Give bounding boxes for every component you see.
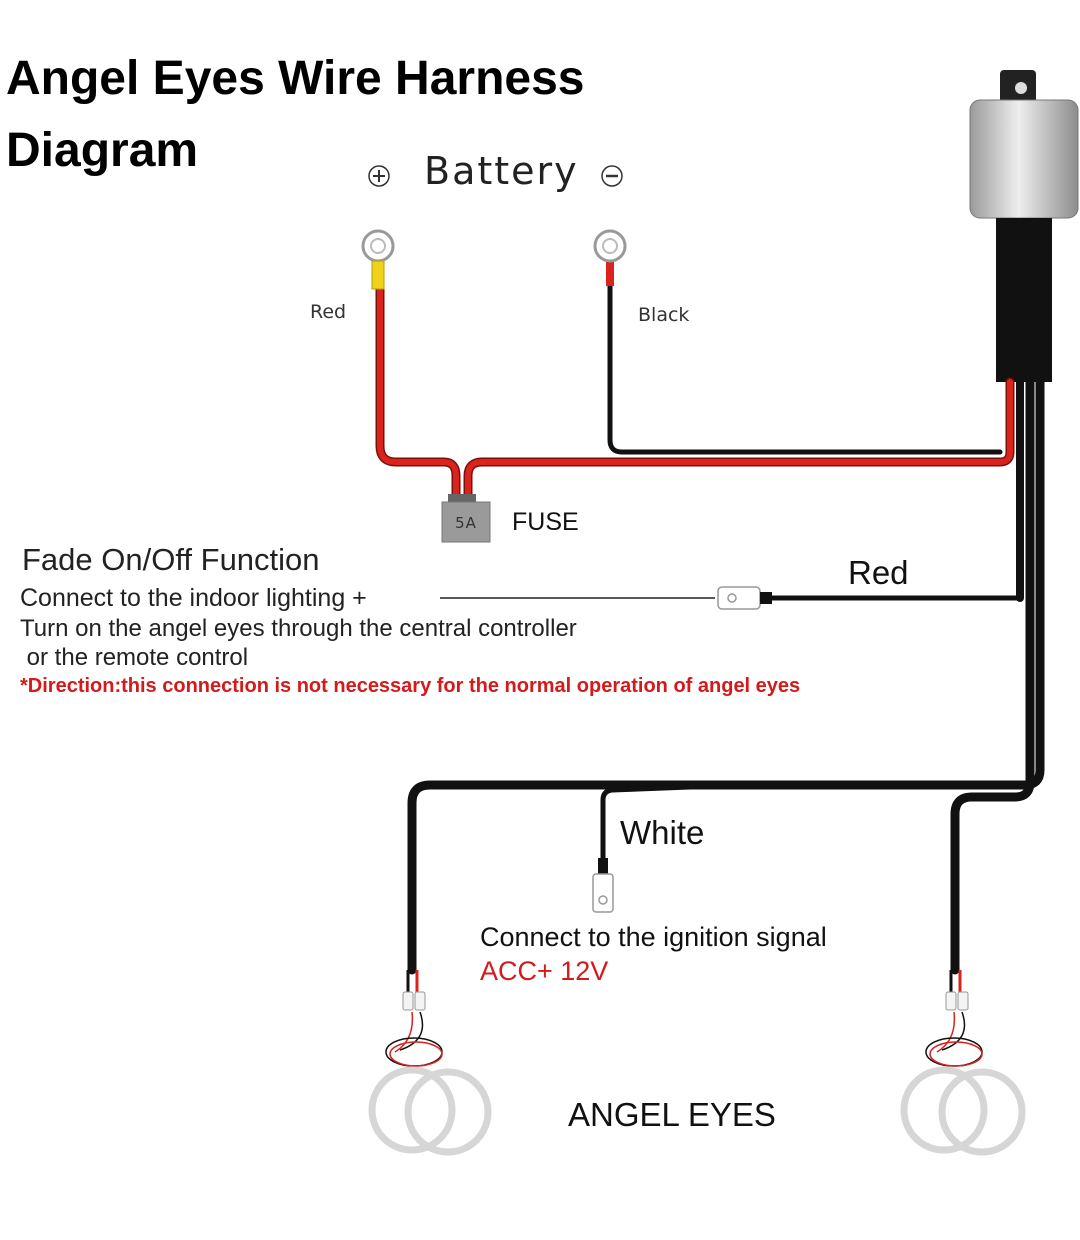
diagram-title-line2: Diagram (6, 124, 198, 177)
left-branch-cable (407, 780, 695, 975)
angel-eyes-label: ANGEL EYES (568, 1096, 776, 1133)
diagram-title-line1: Angel Eyes Wire Harness (6, 52, 584, 105)
black-wire-red-sleeve (606, 262, 614, 286)
ignition-line1: Connect to the ignition signal (480, 922, 827, 952)
ignition-line2: ACC+ 12V (480, 956, 608, 986)
battery-minus-icon (601, 165, 623, 187)
fade-connector (717, 586, 772, 610)
right-branch-cable (950, 773, 1035, 975)
left-plug (402, 970, 426, 1011)
harness-cables (680, 377, 1045, 790)
ignition-connector (592, 858, 614, 913)
right-angel-eye-icon (900, 1011, 1026, 1156)
white-wire-label: White (620, 814, 704, 851)
fade-note: *Direction:this connection is not necess… (20, 675, 800, 697)
white-branch-wire (600, 784, 693, 863)
fade-line3: or the remote control (20, 644, 248, 671)
battery-plus-icon (368, 165, 390, 187)
fade-line1: Connect to the indoor lighting + (20, 584, 367, 612)
fade-heading: Fade On/Off Function (22, 542, 320, 577)
fuse-icon (441, 494, 491, 543)
right-plug (945, 970, 969, 1011)
negative-ring-terminal (593, 229, 627, 263)
fuse-rating: 5A (455, 514, 477, 532)
black-battery-wire (607, 259, 1003, 455)
positive-ring-terminal (361, 229, 395, 290)
red-battery-wire (375, 265, 1015, 505)
battery-label: Battery (424, 149, 579, 193)
left-angel-eye-icon (368, 1011, 492, 1156)
fade-wire-label: Red (848, 554, 909, 591)
relay (969, 70, 1079, 382)
fuse-label: FUSE (512, 508, 579, 536)
fade-line2: Turn on the angel eyes through the centr… (20, 615, 577, 642)
red-battery-wire-label: Red (310, 301, 346, 323)
black-battery-wire-label: Black (638, 304, 689, 326)
